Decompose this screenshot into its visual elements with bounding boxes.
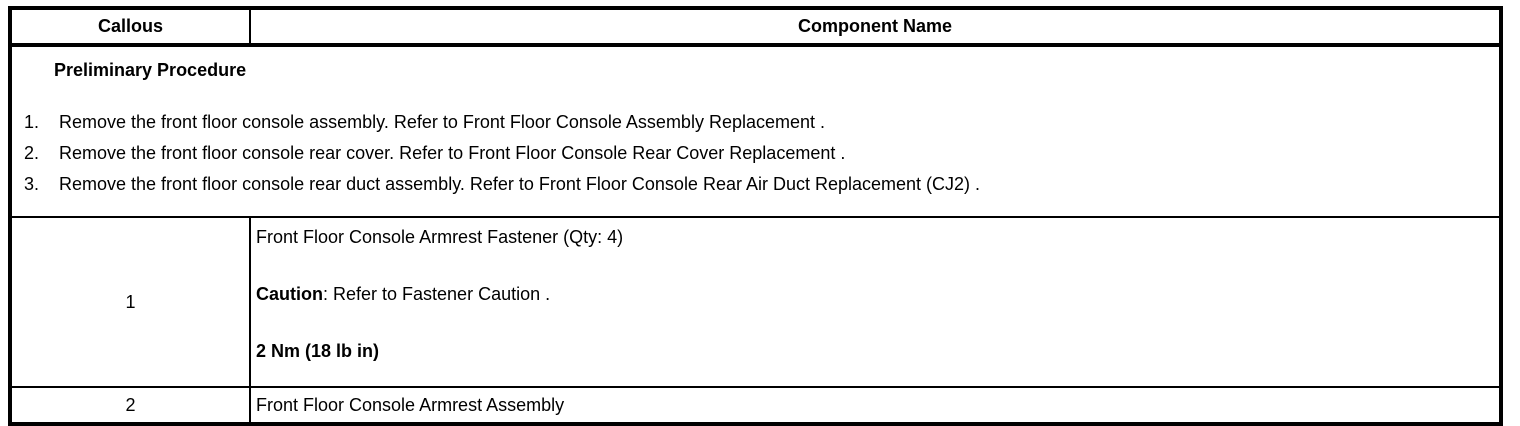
callout-column-header: Callous	[9, 7, 251, 47]
caution-text: : Refer to Fastener Caution .	[323, 284, 551, 304]
preliminary-step-1: 1. Remove the front floor console assemb…	[24, 112, 1489, 133]
component-description: Front Floor Console Armrest Fastener (Qt…	[256, 227, 624, 247]
step-number: 3.	[24, 174, 40, 194]
component-description: Front Floor Console Armrest Assembly	[256, 394, 565, 415]
service-manual-page: Callous Component Name Preliminary Proce…	[8, 6, 1503, 426]
table-header-row: Callous Component Name	[9, 7, 1502, 47]
step-text: Remove the front floor console assembly.…	[59, 112, 826, 132]
caution-label: Caution	[256, 284, 323, 304]
preliminary-procedure-row: Preliminary Procedure 1. Remove the fron…	[9, 44, 1502, 218]
step-number: 1.	[24, 112, 40, 132]
component-cell: Front Floor Console Armrest Assembly	[249, 386, 1502, 425]
callout-number: 2	[9, 386, 251, 425]
preliminary-procedure-title: Preliminary Procedure	[54, 60, 247, 80]
component-cell: Front Floor Console Armrest Fastener (Qt…	[249, 216, 1502, 388]
step-text: Remove the front floor console rear cove…	[59, 143, 846, 163]
table-row: 1 Front Floor Console Armrest Fastener (…	[9, 216, 1502, 388]
component-callout-table: Callous Component Name Preliminary Proce…	[8, 6, 1503, 426]
caution-note: Caution: Refer to Fastener Caution .	[256, 284, 1491, 305]
preliminary-step-2: 2. Remove the front floor console rear c…	[24, 143, 1489, 164]
step-number: 2.	[24, 143, 40, 163]
table-row: 2 Front Floor Console Armrest Assembly	[9, 386, 1502, 425]
callout-number: 1	[9, 216, 251, 388]
component-name-column-header: Component Name	[249, 7, 1502, 47]
torque-spec: 2 Nm (18 lb in)	[256, 341, 380, 361]
preliminary-step-3: 3. Remove the front floor console rear d…	[24, 174, 1489, 195]
preliminary-steps-list: 1. Remove the front floor console assemb…	[24, 112, 1489, 195]
preliminary-procedure-cell: Preliminary Procedure 1. Remove the fron…	[9, 44, 1502, 218]
step-text: Remove the front floor console rear duct…	[59, 174, 981, 194]
